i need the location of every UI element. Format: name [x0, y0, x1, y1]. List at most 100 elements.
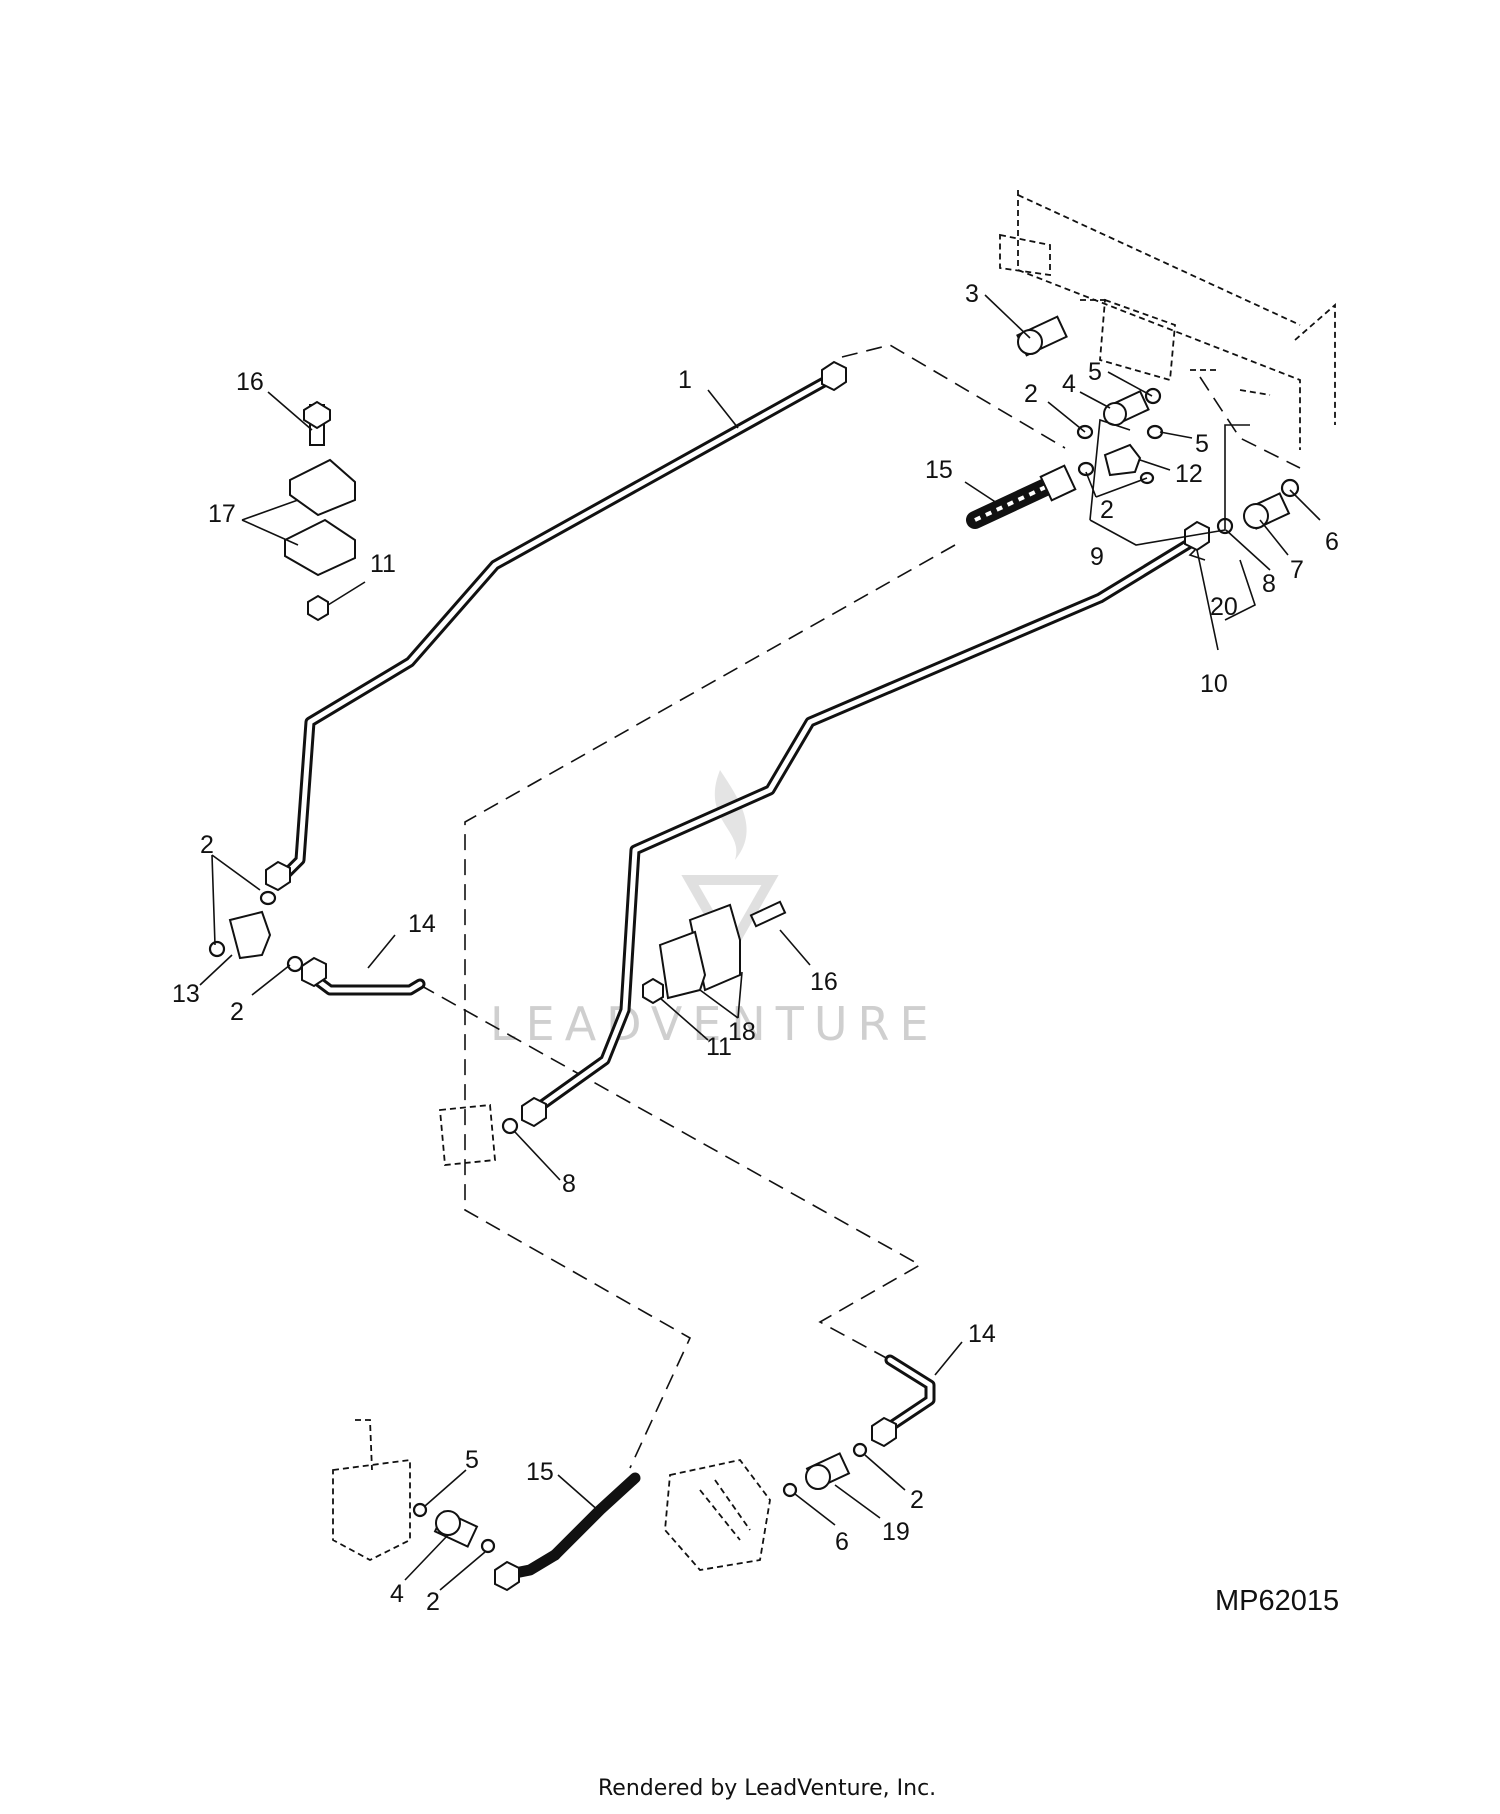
- leader-2-f: [251, 964, 291, 996]
- leader-16-lower: [779, 929, 811, 966]
- callout-2-h: 2: [426, 1588, 440, 1616]
- dashed-line-3: [464, 544, 956, 1469]
- callout-6-a: 6: [1325, 528, 1339, 556]
- oring-2-d: [259, 890, 277, 906]
- leader-8-b: [514, 1131, 561, 1181]
- hose-15-upper: [966, 464, 1077, 529]
- tube-10-inner: [532, 537, 1198, 1113]
- oring-5-b: [1146, 424, 1164, 440]
- callouts: 1 16 17 11 3 2 4 5 5 12 15 2 9 6 7 8 20 …: [172, 280, 1339, 1616]
- leader-3: [984, 294, 1031, 339]
- oring-2-b: [1077, 461, 1095, 477]
- hose-15-lower: [549, 1472, 641, 1561]
- tube-14-lower-nut: [871, 1416, 897, 1448]
- leader-12: [1139, 459, 1171, 471]
- callout-1: 1: [678, 366, 692, 394]
- leader-2-g: [864, 1454, 906, 1491]
- callout-14-upper: 14: [408, 910, 436, 938]
- leader-6-b: [794, 1493, 836, 1526]
- nut-11-upper: [307, 594, 329, 622]
- tank-block: [1099, 298, 1176, 382]
- callout-5-b: 5: [1195, 430, 1209, 458]
- tank-outline-left: [1017, 190, 1301, 450]
- dashed-line-4: [419, 984, 922, 1361]
- callout-16-upper: 16: [236, 368, 264, 396]
- elbow-12: [1103, 443, 1142, 477]
- leader-2-d: [211, 854, 261, 946]
- leader-18: [699, 971, 743, 1019]
- callout-15-lower: 15: [526, 1458, 554, 1486]
- hose-15-lower-nut: [494, 1560, 520, 1592]
- leader-4-upper: [1079, 391, 1111, 409]
- tubes: [274, 371, 1201, 1581]
- tank-outline: [999, 190, 1336, 450]
- fitting-3-hex: [1017, 329, 1043, 355]
- leader-20-10: [1188, 549, 1256, 651]
- fitting-4-lower-hex: [435, 1510, 461, 1536]
- leader-7: [1259, 519, 1289, 556]
- callout-10: 10: [1200, 670, 1228, 698]
- lower-components: [332, 1104, 771, 1571]
- dashed-line-1: [841, 344, 1066, 449]
- leader-2-h: [439, 1551, 486, 1591]
- clamp-17-top: [289, 458, 356, 517]
- callout-13: 13: [172, 980, 200, 1008]
- oring-5-a: [1144, 387, 1162, 405]
- leader-11-upper: [327, 581, 366, 606]
- watermark-flame-icon: [714, 770, 747, 860]
- callout-9: 9: [1090, 543, 1104, 571]
- callout-3: 3: [965, 280, 979, 308]
- tee-13: [228, 910, 272, 960]
- callout-5-a: 5: [1088, 358, 1102, 386]
- oring-6-b: [782, 1482, 798, 1498]
- oring-2-h: [480, 1538, 496, 1554]
- callout-11-upper: 11: [370, 550, 396, 578]
- leader-9: [1089, 418, 1250, 546]
- leader-19: [834, 1484, 881, 1519]
- footer-credit: Rendered by LeadVenture, Inc.: [598, 1776, 936, 1801]
- clamp-17-bottom: [284, 518, 356, 577]
- tube-14-lower-inner: [882, 1357, 933, 1433]
- callout-20: 20: [1210, 593, 1238, 621]
- fitting-19-hex: [805, 1464, 831, 1490]
- dashed-line-2: [1199, 376, 1301, 469]
- callout-8-b: 8: [562, 1170, 576, 1198]
- assembly-lines: [419, 344, 1301, 1469]
- callout-4-upper: 4: [1062, 370, 1076, 398]
- callout-2-d: 2: [200, 831, 214, 859]
- leader-6-a: [1289, 489, 1321, 521]
- pump-lines: [699, 1479, 751, 1541]
- tube-1-upper-nut: [821, 360, 847, 392]
- oring-5-c: [412, 1502, 428, 1518]
- callout-8-a: 8: [1262, 570, 1276, 598]
- fittings: [208, 315, 1300, 1554]
- leader-13: [199, 954, 233, 986]
- callout-16-lower: 16: [810, 968, 838, 996]
- leader-14-lower: [934, 1341, 963, 1376]
- oring-2-f: [286, 955, 304, 973]
- bolt-16-lower: [749, 900, 787, 928]
- tube-14-upper-nut: [301, 956, 327, 988]
- callout-15-upper: 15: [925, 456, 953, 484]
- callout-6-b: 6: [835, 1528, 849, 1556]
- callout-17: 17: [208, 500, 236, 528]
- callout-12: 12: [1175, 460, 1203, 488]
- leader-2-a: [1047, 401, 1086, 433]
- leader-5-c: [424, 1469, 467, 1507]
- hose-15-fitting: [1039, 464, 1077, 502]
- leader-5-b: [1159, 431, 1193, 439]
- valve-block-top: [355, 1419, 373, 1471]
- callout-2-f: 2: [230, 998, 244, 1026]
- oring-2-e: [208, 940, 226, 958]
- callout-5-c: 5: [465, 1446, 479, 1474]
- nut-11-lower: [642, 977, 664, 1005]
- tank-right: [1294, 303, 1336, 425]
- callout-2-g: 2: [910, 1486, 924, 1514]
- tube-1-lower-nut: [265, 860, 291, 892]
- leader-5-a: [1107, 371, 1153, 397]
- leader-16-upper: [267, 391, 313, 431]
- tank-ports: [1080, 299, 1271, 396]
- tank-bracket: [999, 233, 1051, 277]
- watermark: LEADVENTURE: [490, 770, 929, 1051]
